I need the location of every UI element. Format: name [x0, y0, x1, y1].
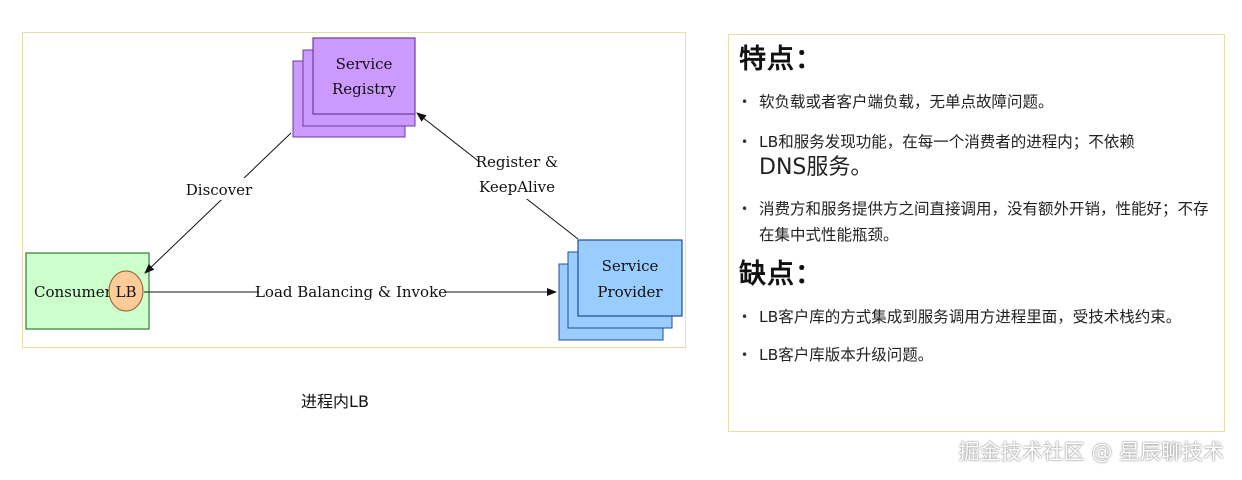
pros-item-2-text-b: DNS服务。: [759, 155, 873, 180]
discover-label: Discover: [186, 181, 253, 199]
pros-item-3: • 消费方和服务提供方之间直接调用，没有额外开销，性能好；不存在集中式性能瓶颈。: [739, 196, 1212, 248]
pros-item-2: • LB和服务发现功能，在每一个消费者的进程内；不依赖 DNS服务。: [739, 129, 1212, 182]
invoke-label: Load Balancing & Invoke: [255, 283, 447, 301]
discover-arrow: [144, 132, 292, 274]
bullet-dot: •: [741, 348, 749, 362]
bullet-dot: •: [741, 95, 749, 109]
service-provider-node: Service Provider: [558, 239, 683, 341]
diagram-caption: 进程内LB: [301, 392, 369, 411]
provider-label-line2: Provider: [597, 283, 663, 301]
bullet-dot: •: [741, 310, 749, 324]
pros-list: • 软负载或者客户端负载，无单点故障问题。 • LB和服务发现功能，在每一个消费…: [739, 89, 1212, 248]
consumer-label: Consumer: [34, 283, 113, 301]
bullet-dot: •: [741, 135, 749, 149]
cons-item-2: • LB客户库版本升级问题。: [739, 342, 1212, 368]
service-registry-node: Service Registry: [292, 37, 416, 138]
lb-circle: [108, 270, 144, 312]
register-label-line1: Register &: [476, 153, 558, 171]
cons-item-1-text: LB客户库的方式集成到服务调用方进程里面，受技术栈约束。: [759, 308, 1182, 326]
diagram-panel: Service Registry Consumer LB Service Pro…: [22, 32, 686, 348]
info-panel: 特点： • 软负载或者客户端负载，无单点故障问题。 • LB和服务发现功能，在每…: [728, 34, 1225, 432]
pros-item-3-text: 消费方和服务提供方之间直接调用，没有额外开销，性能好；不存在集中式性能瓶颈。: [759, 200, 1209, 244]
pros-item-1-text: 软负载或者客户端负载，无单点故障问题。: [759, 93, 1054, 111]
cons-list: • LB客户库的方式集成到服务调用方进程里面，受技术栈约束。 • LB客户库版本…: [739, 304, 1212, 368]
registry-label-line2: Registry: [332, 80, 396, 98]
provider-label-line1: Service: [602, 257, 659, 275]
cons-item-2-text: LB客户库版本升级问题。: [759, 346, 934, 364]
pros-title: 特点：: [739, 44, 823, 75]
register-label-line2: KeepAlive: [479, 178, 555, 196]
watermark-text: 掘金技术社区 @ 星辰聊技术: [958, 440, 1224, 464]
cons-title: 缺点：: [739, 259, 823, 290]
consumer-node: Consumer LB: [25, 252, 150, 330]
bullet-dot: •: [741, 202, 749, 216]
provider-front-box: [577, 239, 683, 317]
pros-item-1: • 软负载或者客户端负载，无单点故障问题。: [739, 89, 1212, 115]
registry-label-line1: Service: [336, 55, 393, 73]
cons-item-1: • LB客户库的方式集成到服务调用方进程里面，受技术栈约束。: [739, 304, 1212, 330]
registry-front-box: [312, 37, 416, 115]
architecture-diagram: Service Registry Consumer LB Service Pro…: [25, 37, 683, 341]
pros-item-2-text-a: LB和服务发现功能，在每一个消费者的进程内；不依赖: [759, 133, 1135, 151]
lb-label: LB: [116, 283, 137, 301]
